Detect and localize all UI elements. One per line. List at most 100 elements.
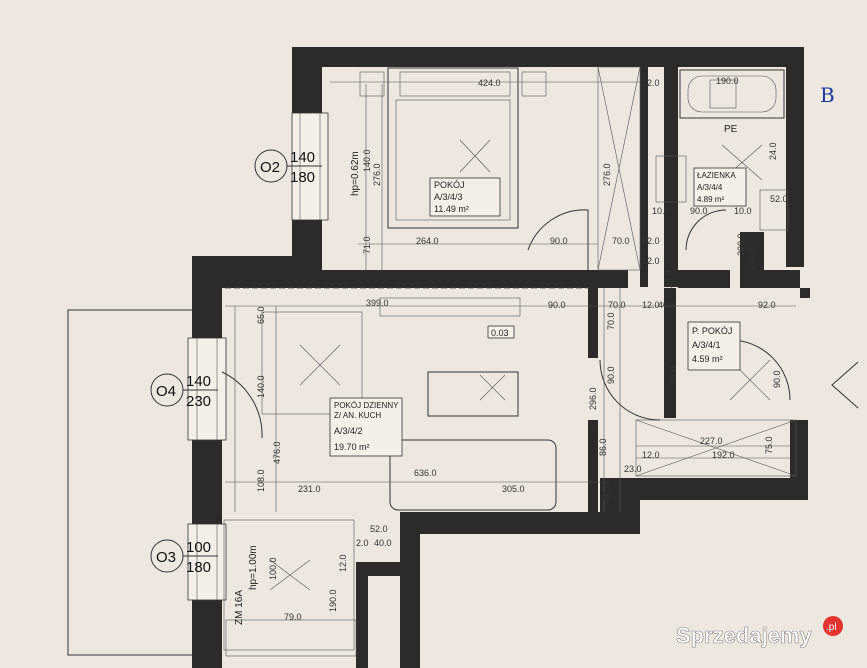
entrance-arrow	[831, 361, 859, 409]
dimension-label: 70.0	[608, 300, 626, 310]
tv-cabinet	[379, 297, 521, 317]
dimension-label: 12.0	[338, 554, 348, 572]
dimension-label: 200.0	[736, 233, 746, 256]
dimension-label: 10.0	[652, 206, 670, 216]
dimension-label: 90.0	[550, 236, 568, 246]
window-id: O4	[156, 383, 176, 400]
dimension-label: 227.0	[700, 436, 723, 446]
bedroom-sill-height: hp=0.62m	[350, 151, 361, 196]
room-code: A/3/4/1	[692, 340, 721, 350]
dimension-label: 92.0	[758, 300, 776, 310]
dimension-label: 140.0	[362, 149, 372, 172]
nightstand-left	[359, 71, 385, 97]
dimension-label: 90.0	[772, 370, 782, 388]
dimension-label: 24.0	[768, 142, 778, 160]
sofa	[389, 439, 557, 511]
room-area: 11.49 m²	[434, 204, 469, 214]
dimension-label: 190.0	[328, 589, 338, 612]
dimension-label: 90.0	[690, 206, 708, 216]
washing-machine	[759, 189, 789, 231]
dimension-label: 424.0	[478, 78, 501, 88]
dimension-label: 40.0	[658, 300, 676, 310]
dimension-label: 86.0	[598, 438, 608, 456]
room-name-line2: Z/ AN. KUCH	[334, 411, 381, 420]
dimension-label: 40.0	[374, 538, 392, 548]
exterior-walls	[192, 47, 810, 668]
door-balcony	[221, 371, 263, 439]
dimension-labels: 424.0 12.0 190.0 276.0 276.0 140.0 71.0 …	[256, 76, 788, 622]
room-label-bathroom: ŁAZIENKA A/3/4/4 4.89 m²	[693, 167, 747, 207]
dimension-label: 636.0	[414, 468, 437, 478]
dimension-label: 90.0	[548, 300, 566, 310]
dimension-label: 12.0	[642, 450, 660, 460]
room-name: P. POKÓJ	[692, 326, 732, 336]
window-o3-frame	[187, 523, 227, 601]
bed-furniture	[387, 67, 519, 229]
vent-label: 0.03	[491, 328, 509, 338]
watermark-suffix: .pl	[826, 622, 837, 633]
dimension-label: 90.0	[668, 366, 678, 384]
dimension-label: 231.0	[298, 484, 321, 494]
dimension-label: 12.0	[642, 256, 660, 266]
window-id: O3	[156, 549, 176, 566]
dimension-label: 12.0	[642, 300, 660, 310]
interior-walls	[322, 67, 800, 512]
vent-box	[487, 325, 515, 339]
door-bathroom	[685, 209, 727, 251]
dimension-label: 476.0	[272, 441, 282, 464]
dimension-label: 75.0	[764, 436, 774, 454]
cabinet-label: PE	[724, 124, 738, 135]
window-height: 180	[186, 559, 211, 576]
window-marker-o2: O2 140 180	[254, 149, 322, 186]
dimension-label: 200.0	[746, 247, 756, 270]
dimension-label: 276.0	[372, 163, 382, 186]
window-marker-o3: O3 100 180	[150, 539, 218, 576]
window-width: 140	[186, 373, 211, 390]
dimension-label: 70.0	[606, 312, 616, 330]
toilet	[655, 155, 687, 203]
coffee-table	[427, 371, 519, 417]
window-o4-frame	[187, 337, 227, 441]
coffee-table-cross-b	[479, 374, 506, 401]
dimension-label: 24.0	[664, 270, 674, 288]
window-id: O2	[260, 159, 280, 176]
hall-wardrobe	[635, 419, 797, 477]
room-label-living: POKÓJ DZIENNY Z/ AN. KUCH A/3/4/2 19.70 …	[329, 397, 403, 457]
room-label-small-room: P. POKÓJ A/3/4/1 4.59 m²	[687, 321, 741, 371]
dimension-lines	[225, 81, 796, 512]
watermark-dot-icon	[823, 616, 843, 636]
window-height: 180	[290, 169, 315, 186]
watermark: Sprzedajemy .pl	[676, 616, 843, 648]
window-marker-o4: O4 140 230	[150, 373, 218, 410]
washbasin	[709, 79, 737, 109]
watermark-text: Sprzedajemy	[676, 623, 812, 648]
dimension-label: 305.0	[502, 484, 525, 494]
door-entrance	[599, 359, 661, 421]
room-area: 4.89 m²	[697, 195, 724, 204]
room-code: A/3/4/4	[697, 183, 723, 192]
window-width: 100	[186, 539, 211, 556]
dimension-label: 2.0	[356, 538, 369, 548]
room-name-line1: POKÓJ DZIENNY	[334, 401, 399, 410]
window-width: 140	[290, 149, 315, 166]
room-code: A/3/4/2	[334, 426, 363, 436]
dimension-label: 12.0	[642, 78, 660, 88]
room-name: ŁAZIENKA	[697, 171, 736, 180]
dimension-label: 264.0	[416, 236, 439, 246]
dimension-label: 276.0	[602, 163, 612, 186]
room-area: 19.70 m²	[334, 442, 370, 452]
room-area: 4.59 m²	[692, 354, 723, 364]
window-height: 230	[186, 393, 211, 410]
dimension-label: 140.0	[256, 375, 266, 398]
dimension-label: 399.0	[366, 298, 389, 308]
kitchen-counter	[223, 519, 357, 657]
dimension-label: 65.0	[256, 306, 266, 324]
kitchen-sill-height: hp=1.00m	[248, 545, 259, 590]
dimension-label: 70.0	[612, 236, 630, 246]
dimension-label: 90.0	[606, 366, 616, 384]
dimension-label: 50.0	[602, 482, 612, 500]
nightstand-right	[521, 71, 547, 97]
dimension-label: 71.0	[362, 236, 372, 254]
electric-meter-label: ZM 16A	[234, 590, 245, 625]
